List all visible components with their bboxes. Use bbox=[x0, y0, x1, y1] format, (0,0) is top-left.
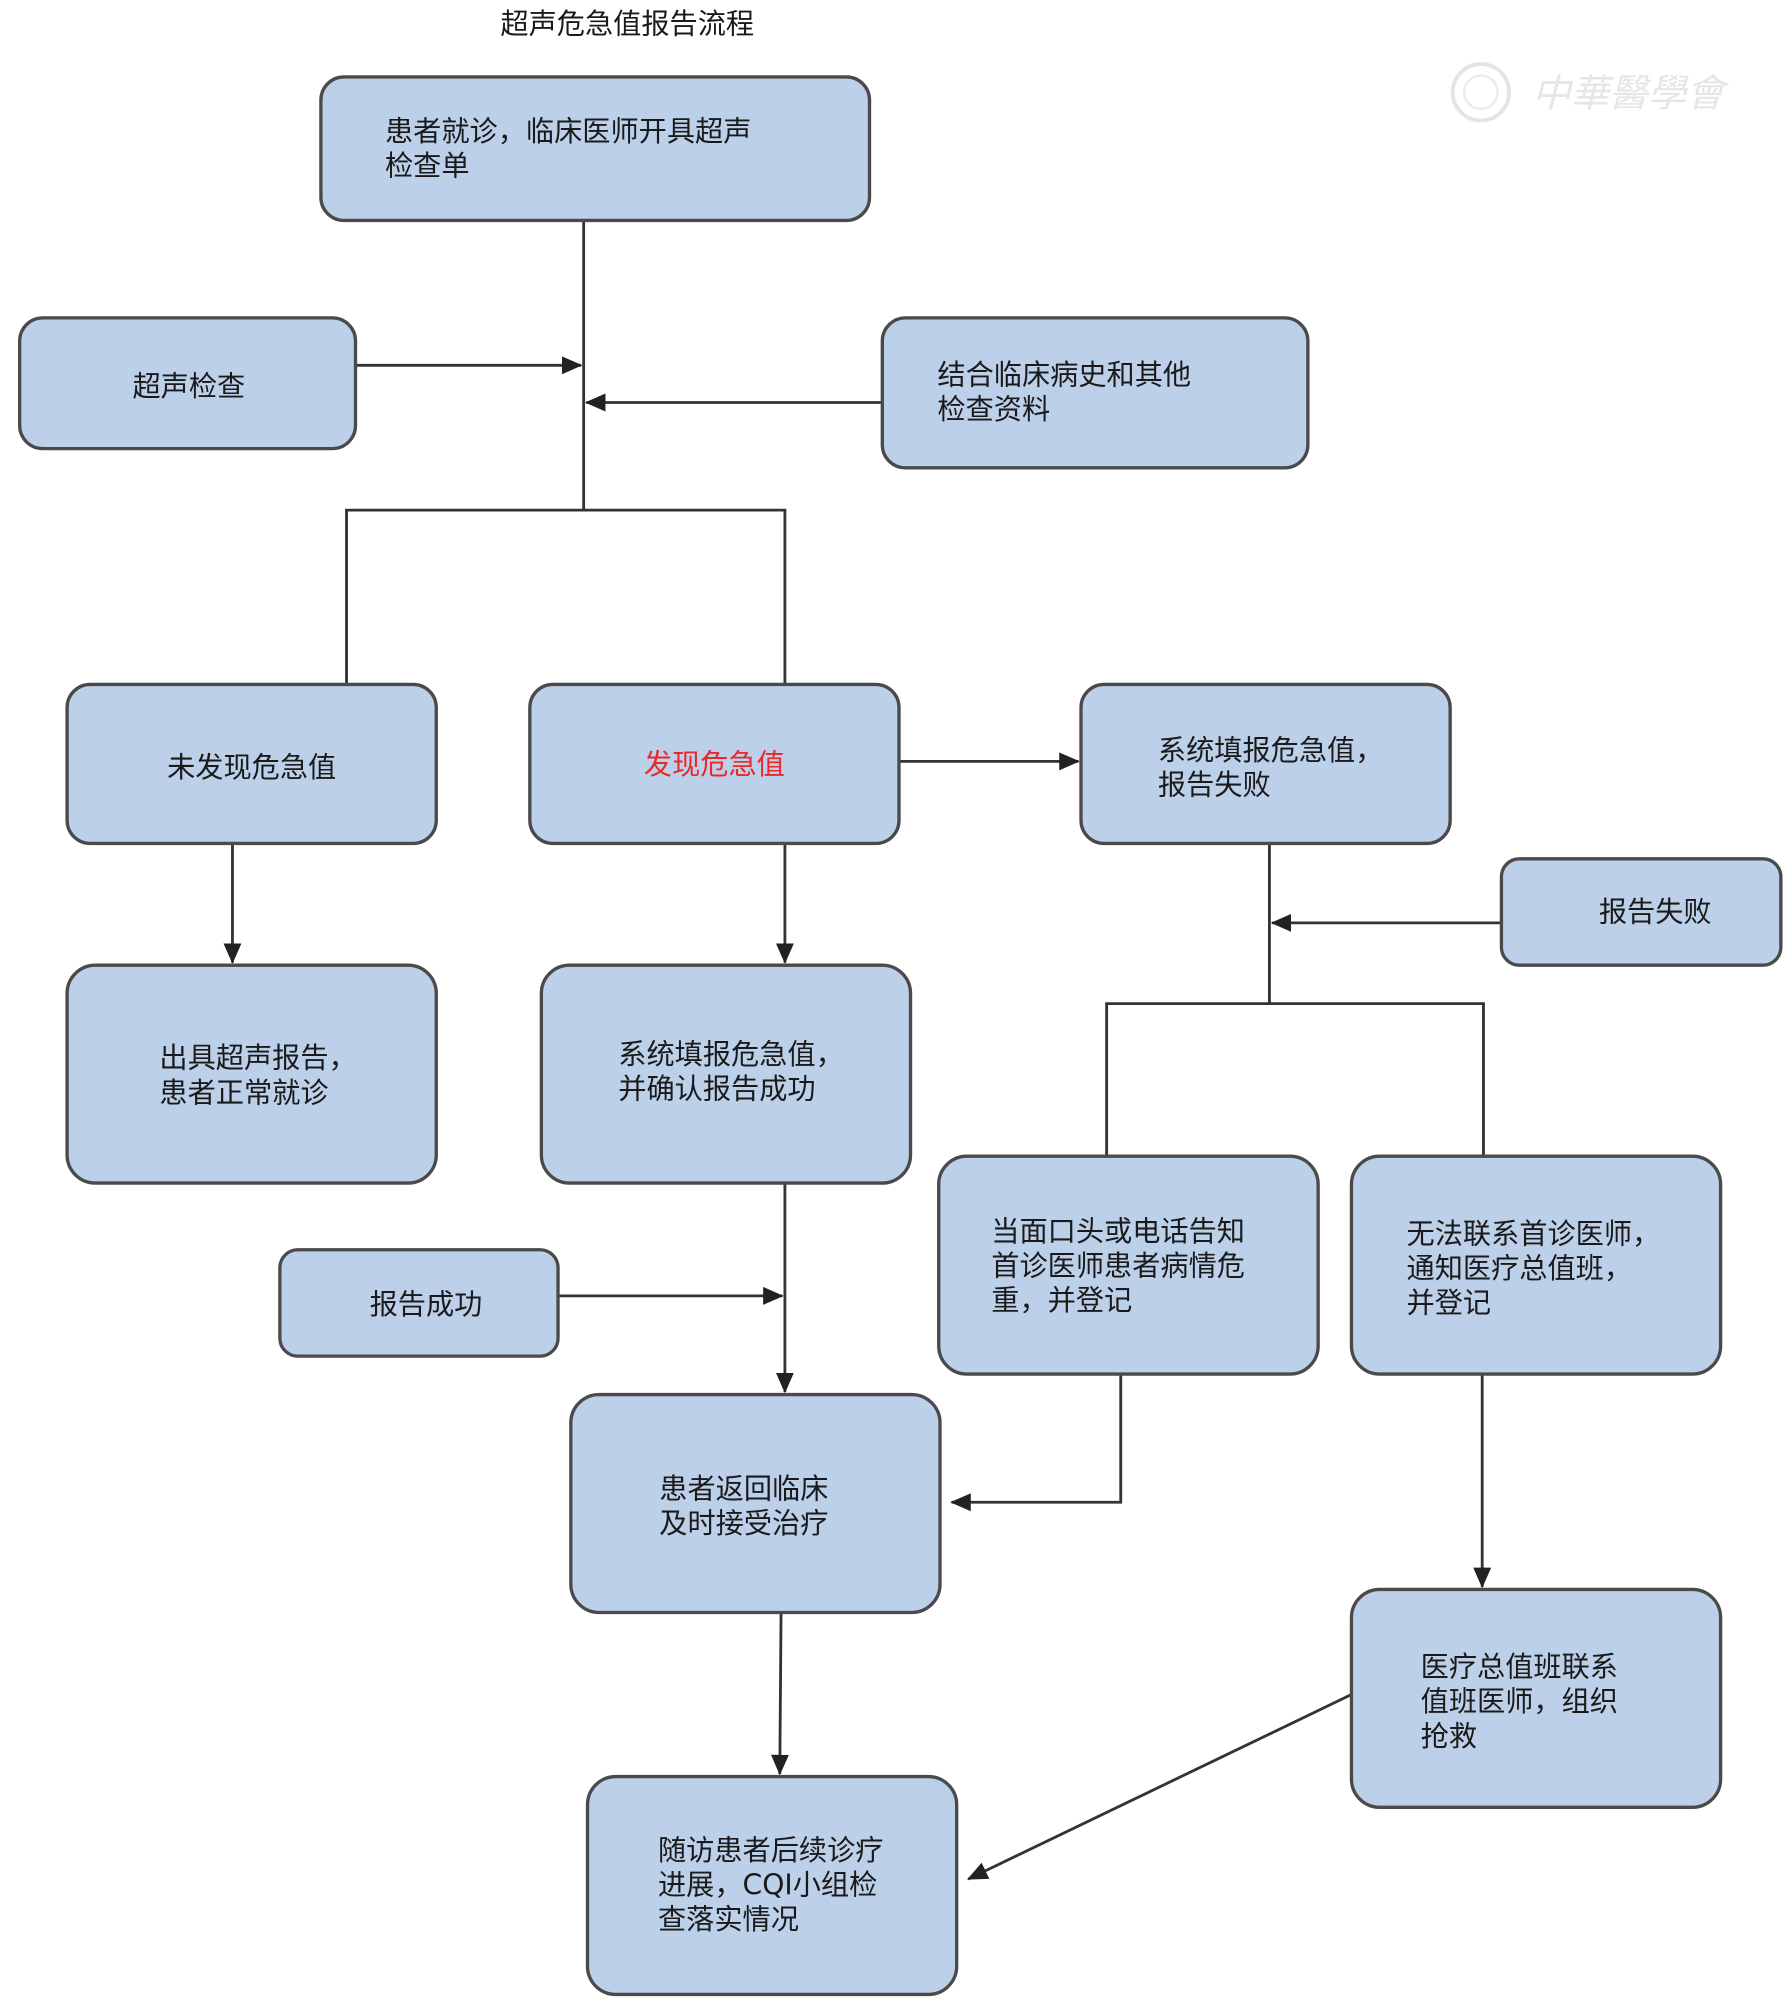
svg-text:通知医疗总值班，: 通知医疗总值班， bbox=[1407, 1252, 1633, 1285]
svg-text:检查资料: 检查资料 bbox=[937, 393, 1050, 426]
svg-text:报告失败: 报告失败 bbox=[1599, 896, 1712, 929]
svg-text:患者就诊，临床医师开具超声: 患者就诊，临床医师开具超声 bbox=[385, 115, 751, 148]
node-followup: 随访患者后续诊疗 进展，CQI小组检 查落实情况 bbox=[585, 1774, 959, 1997]
svg-text:并确认报告成功: 并确认报告成功 bbox=[618, 1072, 815, 1105]
node-notify-doctor: 当面口头或电话告知 首诊医师患者病情危 重，并登记 bbox=[937, 1154, 1320, 1376]
svg-text:发现危急值: 发现危急值 bbox=[644, 748, 785, 781]
svg-text:未发现危急值: 未发现危急值 bbox=[167, 751, 336, 784]
svg-text:抢救: 抢救 bbox=[1421, 1720, 1477, 1753]
watermark-logo: 中華醫學會 bbox=[1450, 62, 1730, 123]
svg-text:当面口头或电话告知: 当面口头或电话告知 bbox=[991, 1215, 1245, 1248]
svg-text:报告成功: 报告成功 bbox=[370, 1288, 483, 1321]
node-notify-duty: 无法联系首诊医师， 通知医疗总值班， 并登记 bbox=[1349, 1154, 1723, 1376]
svg-text:查落实情况: 查落实情况 bbox=[658, 1903, 799, 1936]
svg-text:系统填报危急值，: 系统填报危急值， bbox=[1158, 734, 1384, 767]
node-duty-rescue: 医疗总值班联系 值班医师，组织 抢救 bbox=[1349, 1587, 1723, 1809]
node-ultrasound: 超声检查 bbox=[18, 316, 358, 451]
node-return-clinic: 患者返回临床 及时接受治疗 bbox=[569, 1392, 942, 1615]
node-critical: 发现危急值 bbox=[528, 682, 901, 846]
node-no-critical: 未发现危急值 bbox=[65, 682, 438, 846]
svg-text:及时接受治疗: 及时接受治疗 bbox=[659, 1507, 828, 1540]
svg-text:重，并登记: 重，并登记 bbox=[991, 1284, 1132, 1317]
svg-text:无法联系首诊医师，: 无法联系首诊医师， bbox=[1407, 1217, 1661, 1250]
svg-text:患者返回临床: 患者返回临床 bbox=[659, 1472, 828, 1505]
svg-text:出具超声报告，: 出具超声报告， bbox=[159, 1042, 356, 1075]
connectors bbox=[223, 220, 1502, 1881]
node-history: 结合临床病史和其他 检查资料 bbox=[880, 316, 1310, 470]
node-fail-label: 报告失败 bbox=[1499, 857, 1783, 967]
node-visit: 患者就诊，临床医师开具超声 检查单 bbox=[319, 75, 872, 223]
svg-text:首诊医师患者病情危: 首诊医师患者病情危 bbox=[991, 1249, 1245, 1282]
svg-text:患者正常就诊: 患者正常就诊 bbox=[159, 1076, 328, 1109]
chart-title: 超声危急值报告流程 bbox=[500, 7, 754, 40]
svg-text:结合临床病史和其他: 结合临床病史和其他 bbox=[937, 359, 1191, 392]
node-report-fail: 系统填报危急值， 报告失败 bbox=[1079, 682, 1452, 846]
svg-text:检查单: 检查单 bbox=[385, 150, 470, 183]
svg-text:并登记: 并登记 bbox=[1407, 1287, 1492, 1320]
svg-text:超声检查: 超声检查 bbox=[132, 370, 245, 403]
node-success-label: 报告成功 bbox=[278, 1248, 560, 1358]
svg-text:进展，CQI小组检: 进展，CQI小组检 bbox=[658, 1868, 877, 1901]
svg-text:中華醫學會: 中華醫學會 bbox=[1532, 71, 1730, 116]
svg-text:随访患者后续诊疗: 随访患者后续诊疗 bbox=[658, 1834, 884, 1867]
svg-text:系统填报危急值，: 系统填报危急值， bbox=[618, 1038, 844, 1071]
svg-text:值班医师，组织: 值班医师，组织 bbox=[1421, 1685, 1618, 1718]
node-normal-report: 出具超声报告， 患者正常就诊 bbox=[65, 963, 438, 1185]
svg-text:医疗总值班联系: 医疗总值班联系 bbox=[1421, 1651, 1618, 1684]
node-report-success: 系统填报危急值， 并确认报告成功 bbox=[539, 963, 913, 1185]
svg-text:报告失败: 报告失败 bbox=[1158, 769, 1271, 802]
